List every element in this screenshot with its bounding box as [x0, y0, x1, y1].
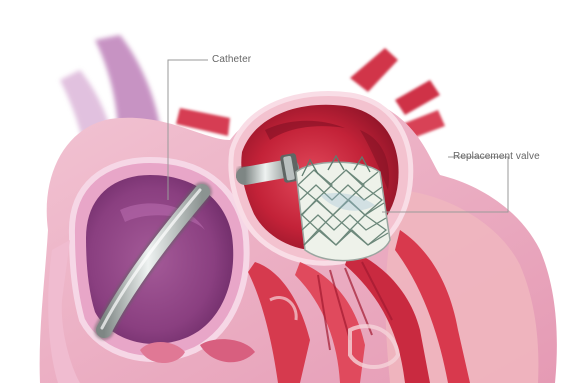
replacement-valve-label: Replacement valve [453, 151, 540, 163]
catheter-label: Catheter [212, 54, 251, 66]
replacement-valve [296, 156, 390, 261]
